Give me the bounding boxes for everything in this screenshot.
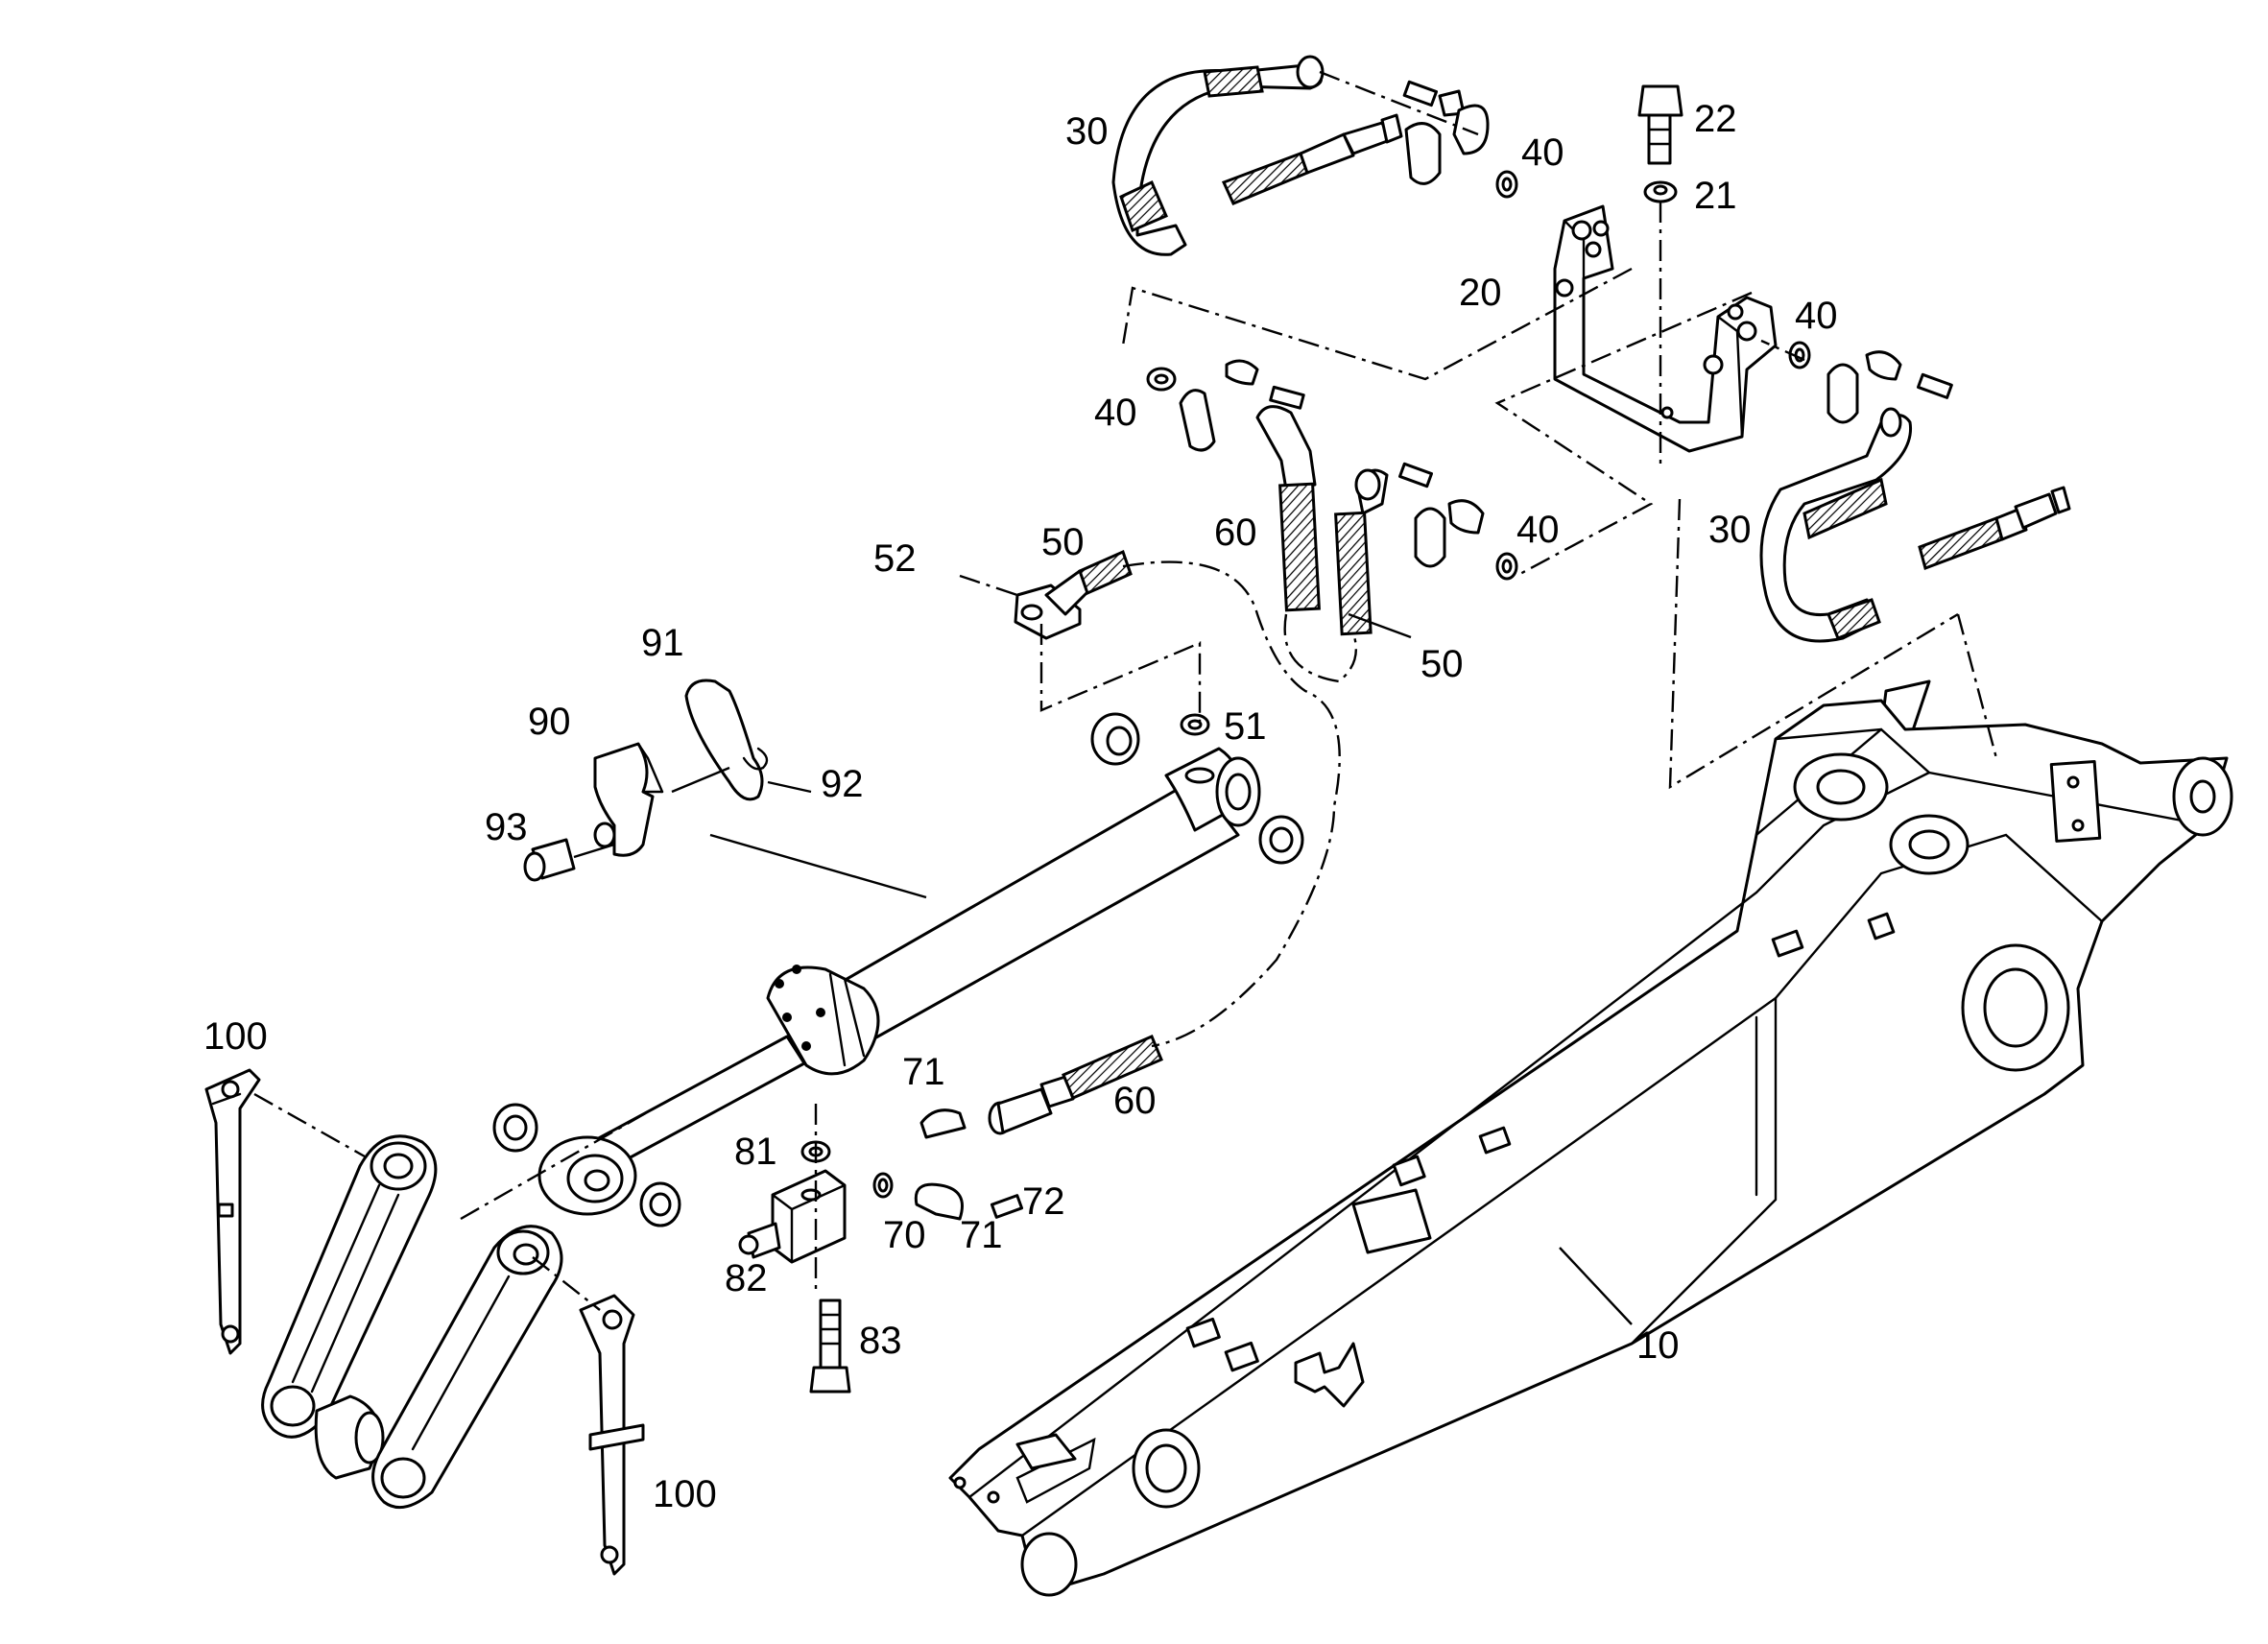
hose-right xyxy=(1759,407,2071,643)
callout-22: 22 xyxy=(1694,98,1737,140)
callout-10: 10 xyxy=(1636,1324,1680,1367)
callout-50-right: 50 xyxy=(1420,643,1464,685)
connecting-link-b xyxy=(371,1225,563,1510)
callout-81: 81 xyxy=(734,1131,777,1173)
hydraulic-cylinder xyxy=(537,747,1261,1216)
hose-upper xyxy=(1111,55,1403,256)
connecting-link-a xyxy=(261,1134,438,1439)
hex-bolt xyxy=(1637,84,1683,165)
flange-set-right xyxy=(1788,341,1953,424)
callout-40-mid: 40 xyxy=(1516,509,1560,551)
hose-fitting-flange xyxy=(1014,549,1133,640)
flange-set-middle xyxy=(1398,462,1518,581)
callout-83: 83 xyxy=(859,1320,902,1362)
callout-82: 82 xyxy=(725,1257,768,1299)
cylinder-bushings xyxy=(492,712,1304,1227)
hose-clamp xyxy=(523,679,769,882)
washer xyxy=(1643,180,1678,203)
flange-set-left xyxy=(1146,359,1305,452)
callout-51: 51 xyxy=(1224,705,1267,748)
callout-100-top: 100 xyxy=(203,1015,268,1058)
callout-30-right: 30 xyxy=(1708,509,1752,551)
spacer-sleeve xyxy=(314,1394,385,1480)
callout-40-left: 40 xyxy=(1094,392,1137,434)
assembly-center-lines xyxy=(253,70,1998,1311)
callout-52: 52 xyxy=(873,537,917,580)
callout-30-top: 30 xyxy=(1065,110,1109,153)
callout-50-top: 50 xyxy=(1041,521,1085,563)
callout-40-top: 40 xyxy=(1521,131,1564,174)
flange-set-top xyxy=(1402,80,1518,199)
callout-91: 91 xyxy=(641,622,684,664)
hose-pair-vertical xyxy=(1255,405,1389,636)
tie-link-left xyxy=(204,1068,261,1355)
hose-lower xyxy=(988,1035,1163,1135)
callout-71-bottom: 71 xyxy=(960,1214,1003,1256)
callout-labels: 10 20 21 22 30 30 40 40 40 40 50 50 51 5… xyxy=(203,98,1838,1515)
tie-link-right xyxy=(579,1294,645,1576)
support-bracket xyxy=(1553,204,1778,453)
callout-100-bottom: 100 xyxy=(653,1473,717,1515)
callout-93: 93 xyxy=(485,806,528,848)
callout-72: 72 xyxy=(1022,1180,1065,1223)
callout-40-right: 40 xyxy=(1795,295,1838,337)
callout-21: 21 xyxy=(1694,175,1737,217)
callout-90: 90 xyxy=(528,701,571,743)
boom-arm xyxy=(948,679,2233,1597)
leader-lines xyxy=(573,612,1633,1325)
callout-92: 92 xyxy=(821,763,864,805)
callout-70: 70 xyxy=(883,1214,926,1256)
callout-60-low: 60 xyxy=(1113,1080,1157,1122)
callout-71-top: 71 xyxy=(902,1051,945,1093)
callout-20: 20 xyxy=(1459,272,1502,314)
callout-60-top: 60 xyxy=(1214,512,1257,554)
